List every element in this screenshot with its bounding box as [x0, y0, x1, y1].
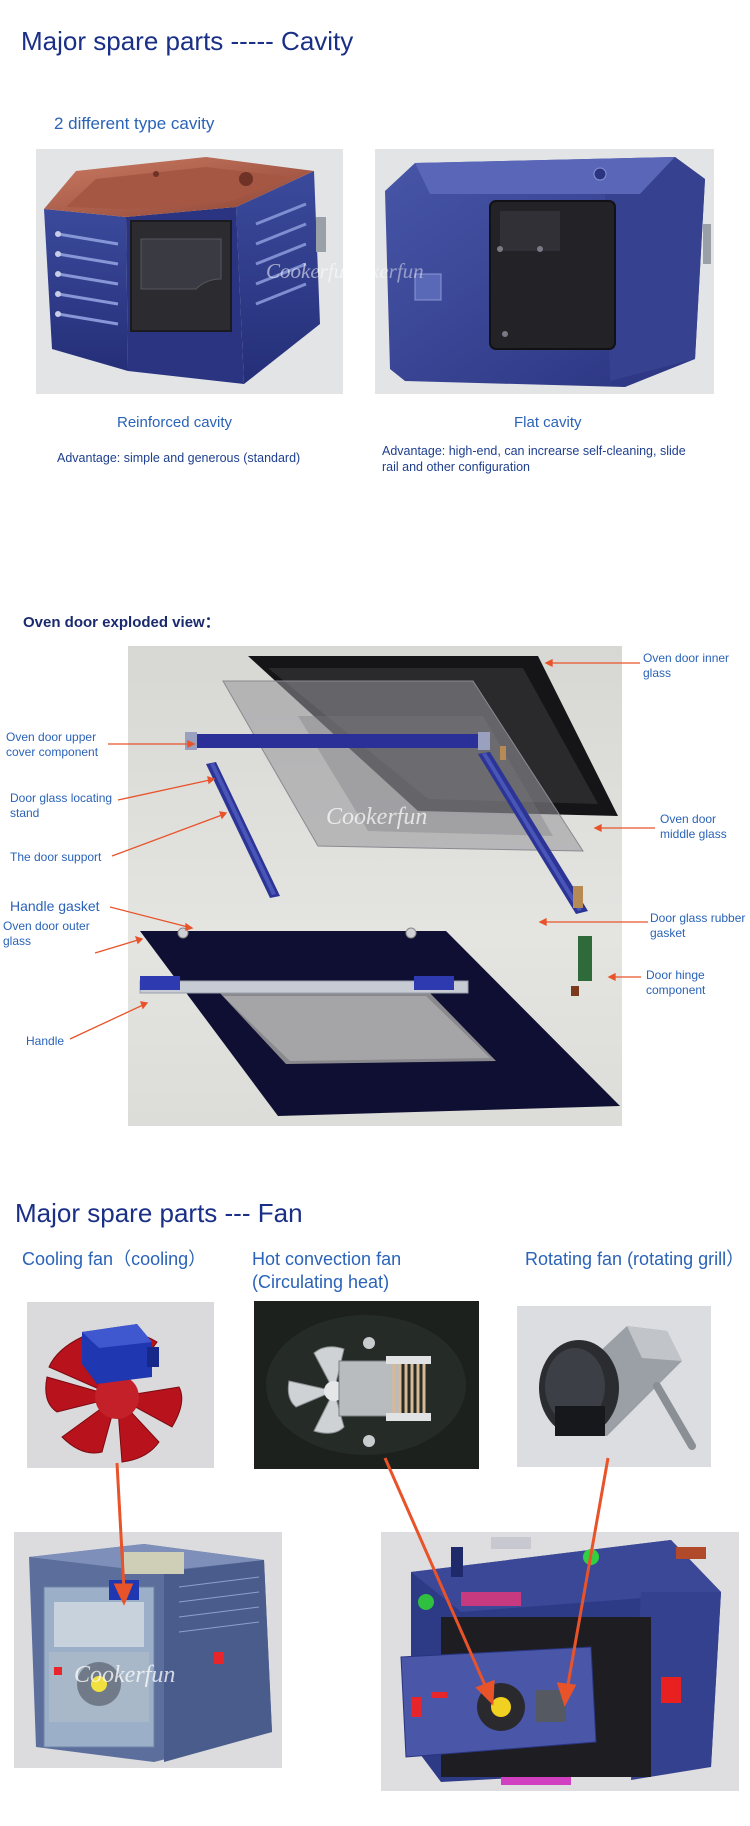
oven-assembly-left-image: Cookerfun	[14, 1532, 282, 1768]
label-outer-glass: Oven door outer glass	[3, 919, 90, 948]
rotating-fan-label: Rotating fan (rotating grill）	[525, 1249, 745, 1269]
fan-section-title: Major spare parts --- Fan	[15, 1198, 303, 1228]
reinforced-cavity-caption: Reinforced cavity	[117, 414, 233, 431]
convection-fan-label-line1: Hot convection fan	[252, 1249, 402, 1269]
rotating-fan-image	[517, 1306, 711, 1467]
flat-cavity-caption: Flat cavity	[514, 414, 582, 431]
label-inner-glass: Oven door inner glass	[643, 651, 730, 680]
cavity-section-title: Major spare parts ----- Cavity	[21, 26, 354, 56]
label-handle-gasket: Handle gasket	[10, 898, 100, 914]
cooling-fan-image	[27, 1302, 214, 1468]
label-upper-cover: Oven door upper cover component	[6, 730, 99, 759]
reinforced-cavity-advantage: Advantage: simple and generous (standard…	[57, 451, 301, 465]
fan-watermark: Cookerfun	[74, 1662, 176, 1688]
convection-fan-label-line2: (Circulating heat)	[252, 1272, 390, 1292]
label-hinge: Door hinge component	[646, 968, 706, 997]
cavity-watermark-right: Cookerfun	[375, 259, 424, 283]
label-handle: Handle	[26, 1034, 65, 1048]
door-leader-lines	[69, 658, 655, 1040]
cooling-fan-label: Cooling fan（cooling）	[22, 1249, 207, 1269]
label-door-support: The door support	[10, 850, 102, 864]
flat-cavity-advantage: Advantage: high-end, can increarse self-…	[382, 444, 686, 474]
flat-cavity-image: Cookerfun	[375, 149, 714, 394]
door-watermark: Cookerfun	[326, 804, 428, 830]
label-rubber-gasket: Door glass rubber gasket	[650, 911, 746, 940]
label-middle-glass: Oven door middle glass	[660, 812, 727, 841]
cavity-watermark-left: Cookerfun	[266, 259, 343, 283]
convection-fan-image	[254, 1301, 479, 1469]
oven-door-exploded-image: Cookerfun	[128, 646, 622, 1126]
reinforced-cavity-image: Cookerfun	[36, 149, 343, 394]
door-section-title: Oven door exploded view：	[23, 614, 220, 631]
label-locating-stand: Door glass locating stand	[10, 791, 113, 820]
fan-arrows	[113, 1457, 610, 1707]
cavity-subtitle: 2 different type cavity	[54, 114, 215, 133]
oven-assembly-right-image	[381, 1532, 739, 1791]
